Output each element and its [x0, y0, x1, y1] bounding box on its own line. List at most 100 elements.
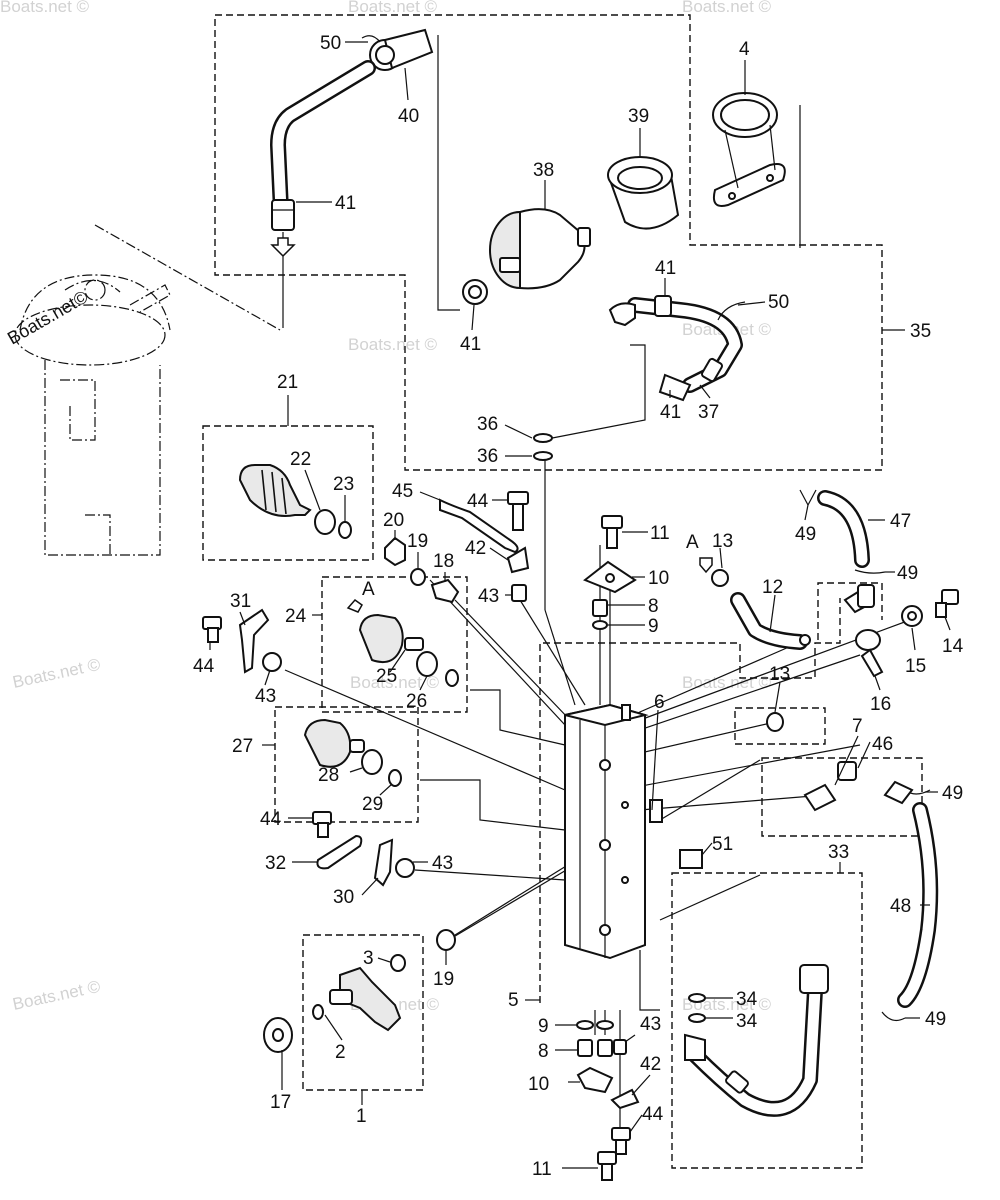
callout-49: 49 [795, 524, 816, 545]
callout-49: 49 [897, 563, 918, 584]
callout-19: 19 [433, 969, 454, 990]
callout-9: 9 [648, 616, 659, 637]
part-48-hose [897, 802, 939, 1008]
callout-36: 36 [477, 446, 498, 467]
callout-41: 41 [335, 193, 356, 214]
callout-21: 21 [277, 372, 298, 393]
watermark: Boats.net © [350, 673, 440, 692]
part-41-clamp-upper [462, 279, 488, 305]
callout-34: 34 [736, 1011, 758, 1032]
watermark: Boats.net © [11, 655, 103, 692]
part-3-washer [390, 954, 406, 972]
callout-38: 38 [533, 160, 554, 181]
callout-12: 12 [762, 577, 783, 598]
frame-group-24 [321, 576, 468, 713]
watermark: Boats.net © [682, 0, 772, 16]
part-10-plate-lower [576, 1066, 614, 1094]
callout-14: 14 [942, 636, 964, 657]
callout-42: 42 [640, 1054, 661, 1075]
callout-1: 1 [356, 1106, 367, 1127]
callout-41: 41 [460, 334, 481, 355]
callout-33: 33 [828, 842, 849, 863]
callout-18: 18 [433, 551, 454, 572]
callout-36: 36 [477, 414, 498, 435]
callout-labels: 50 40 41 4 39 38 41 41 50 35 41 37 36 36… [193, 33, 964, 1180]
part-8-9-top [592, 599, 608, 630]
part-42-plate-lower [610, 1088, 640, 1110]
part-22-valve [238, 464, 312, 517]
part-45-strap [439, 498, 519, 554]
group-frames [202, 14, 923, 1169]
callout-25: 25 [376, 666, 397, 687]
callout-7: 7 [852, 716, 863, 737]
part-38-fuel-filter [489, 208, 591, 290]
watermark: Boats.net © [11, 977, 103, 1014]
part-28-valve [303, 718, 365, 768]
part-elbow-fitting [843, 584, 875, 614]
callout-32: 32 [265, 853, 286, 874]
callout-44: 44 [467, 491, 489, 512]
part-12-hose [730, 592, 811, 650]
part-13-nipple [711, 569, 729, 587]
frame-group-33 [671, 872, 863, 1169]
part-50-clip [361, 35, 381, 43]
callout-leaders [209, 41, 951, 1169]
part-28-29-oring [361, 749, 402, 787]
part-16-terminal [855, 629, 884, 678]
callout-27: 27 [232, 736, 253, 757]
callout-43: 43 [640, 1014, 661, 1035]
callout-43: 43 [432, 853, 453, 874]
callout-41: 41 [660, 402, 681, 423]
part-2-oring [312, 1004, 324, 1020]
arrow-a-top [699, 557, 713, 574]
part-47-hose [817, 490, 870, 568]
watermark-logo: Boats.net© [4, 286, 91, 348]
callout-44: 44 [260, 809, 282, 830]
callout-43: 43 [255, 686, 276, 707]
callout-44: 44 [642, 1104, 664, 1125]
callout-17: 17 [270, 1092, 291, 1113]
part-39-cushion [607, 156, 680, 230]
callout-44: 44 [193, 656, 215, 677]
callout-37: 37 [698, 402, 719, 423]
watermark: Boats.net © [0, 0, 90, 16]
part-36-washers [533, 433, 553, 461]
callout-20: 20 [383, 510, 404, 531]
part-40-fitting [369, 28, 434, 71]
callout-31: 31 [230, 591, 251, 612]
callout-15: 15 [905, 656, 926, 677]
callout-9: 9 [538, 1016, 549, 1037]
callout-35: 35 [910, 321, 931, 342]
frame-group-21 [202, 425, 374, 561]
watermark: Boats.net © [682, 673, 772, 692]
part-42-plate-top [506, 546, 530, 574]
part-43-collar [511, 584, 527, 602]
callout-29: 29 [362, 794, 383, 815]
part-10-plate-top [583, 560, 637, 594]
frame-7 [761, 757, 923, 837]
callout-3: 3 [363, 948, 374, 969]
callout-23: 23 [333, 474, 354, 495]
callout-34: 34 [736, 989, 758, 1010]
callout-41: 41 [655, 258, 676, 279]
marker-a-left: A [362, 579, 375, 600]
part-7-46-fittings [803, 761, 914, 812]
callout-40: 40 [398, 106, 419, 127]
callout-48: 48 [890, 896, 911, 917]
callout-50: 50 [768, 292, 789, 313]
callout-11: 11 [532, 1159, 552, 1180]
part-33-hose [684, 964, 829, 1117]
part-44-11-bolts-lower [597, 1127, 631, 1181]
callout-49: 49 [942, 783, 963, 804]
callout-30: 30 [333, 887, 354, 908]
part-43-collar-left [262, 652, 282, 672]
part-11-bolt-top [601, 515, 623, 549]
part-44-bolt-top [507, 491, 529, 531]
part-51-label [679, 849, 703, 869]
callout-47: 47 [890, 511, 911, 532]
frame-group-27 [274, 706, 419, 823]
part-4-bracket [712, 92, 786, 207]
part-19-collar-lower [436, 929, 456, 951]
watermark: Boats.net © [348, 0, 438, 16]
part-25-valve [358, 613, 424, 664]
